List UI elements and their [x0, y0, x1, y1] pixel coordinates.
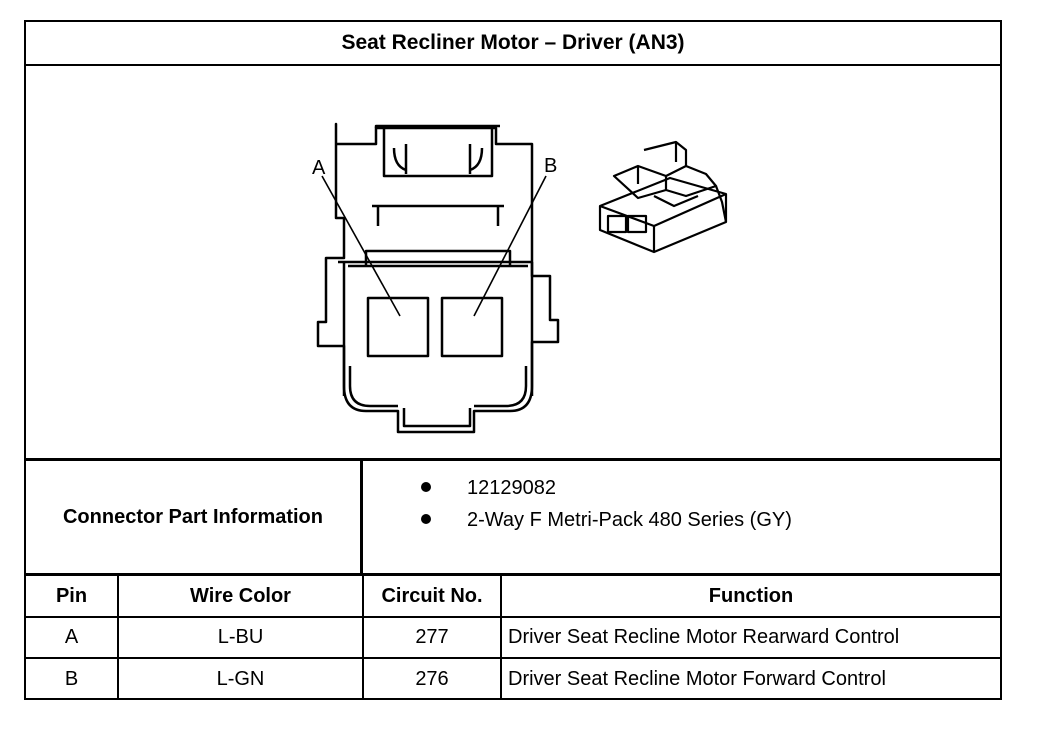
connector-drawing: A B [26, 66, 1000, 458]
pin-cell: A [26, 616, 119, 659]
bullet-icon [421, 513, 431, 524]
connector-info-list: 12129082 2-Way F Metri-Pack 480 Series (… [363, 461, 1000, 573]
connector-info-row: Connector Part Information 12129082 2-Wa… [26, 458, 1000, 576]
connector-face-view-icon: A B [312, 122, 728, 434]
connector-perspective-view-icon [598, 140, 728, 254]
circuit-cell: 277 [362, 616, 502, 659]
table-row: B L-GN 276 Driver Seat Recline Motor For… [26, 657, 1000, 699]
list-item: 12129082 [421, 477, 556, 500]
circuit-cell: 276 [362, 657, 502, 699]
table-row: A L-BU 277 Driver Seat Recline Motor Rea… [26, 616, 1000, 659]
wire-color-cell: L-GN [117, 657, 364, 699]
pin-label-a: A [312, 157, 326, 179]
connector-document: Seat Recliner Motor – Driver (AN3) [24, 20, 1002, 700]
pin-label-b: B [544, 155, 557, 177]
header-function: Function [500, 576, 1000, 618]
pin-cell: B [26, 657, 119, 699]
list-item: 2-Way F Metri-Pack 480 Series (GY) [421, 509, 792, 532]
part-number: 12129082 [467, 477, 556, 499]
connector-description: 2-Way F Metri-Pack 480 Series (GY) [467, 509, 792, 531]
pin-table: Pin Wire Color Circuit No. Function A L-… [26, 576, 1000, 699]
header-pin: Pin [26, 576, 119, 618]
table-header-row: Pin Wire Color Circuit No. Function [26, 576, 1000, 618]
header-wire-color: Wire Color [117, 576, 364, 618]
function-cell: Driver Seat Recline Motor Forward Contro… [500, 657, 1000, 699]
bullet-icon [421, 481, 431, 492]
header-circuit: Circuit No. [362, 576, 502, 618]
page-title: Seat Recliner Motor – Driver (AN3) [26, 22, 1000, 66]
function-cell: Driver Seat Recline Motor Rearward Contr… [500, 616, 1000, 659]
wire-color-cell: L-BU [117, 616, 364, 659]
connector-info-label: Connector Part Information [26, 461, 363, 573]
